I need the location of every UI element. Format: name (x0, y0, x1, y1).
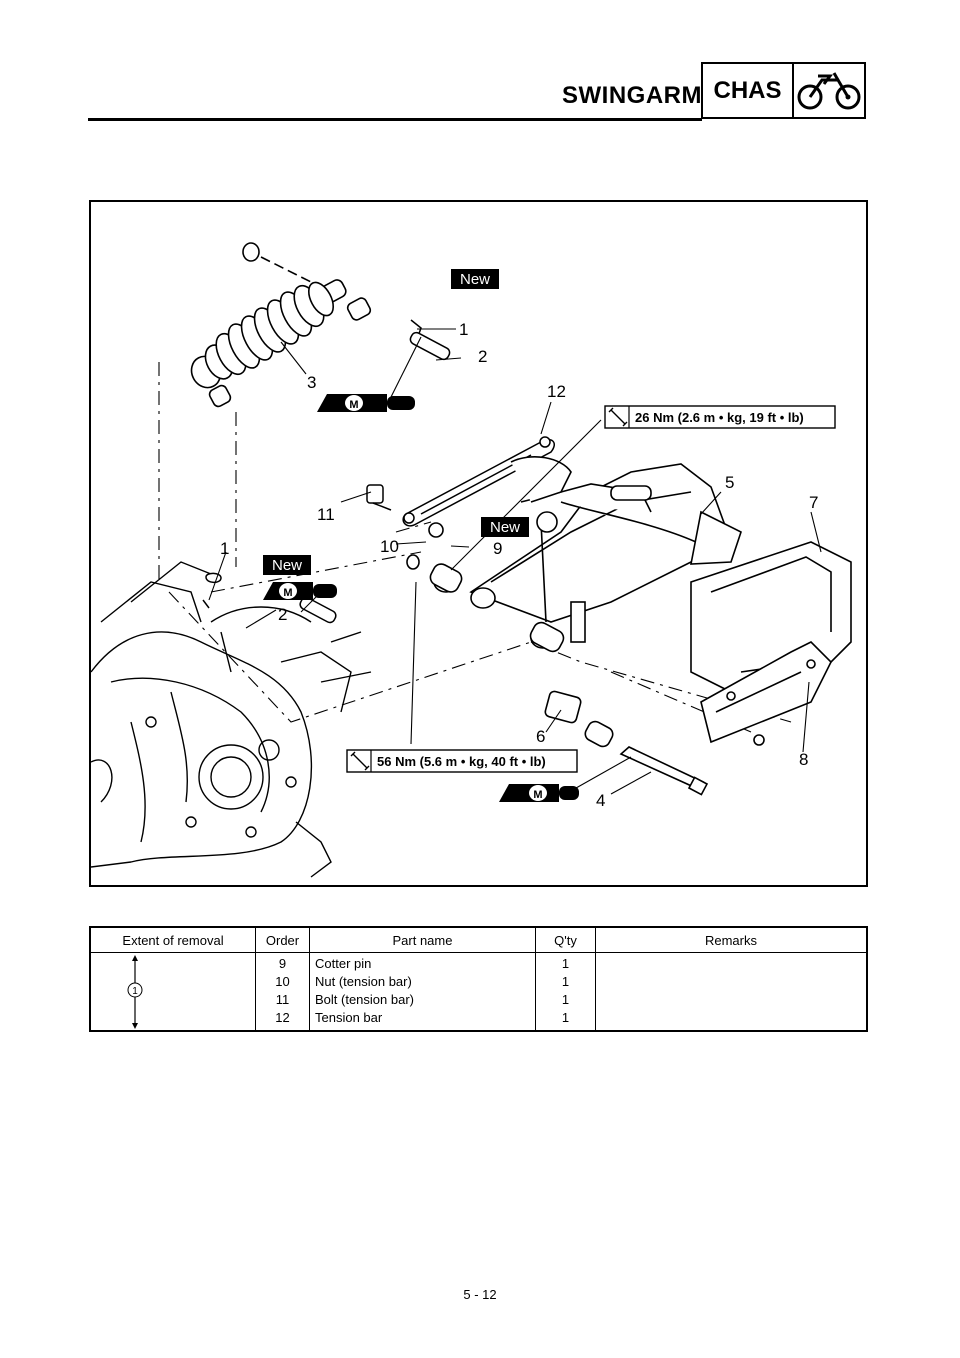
table-cell: Nut (tension bar) (315, 974, 412, 989)
callout-10: 10 (380, 537, 399, 556)
extent-arrow-icon: 1 (127, 955, 143, 1029)
table-cell: 1 (561, 974, 570, 989)
table-cell: 1 (561, 1010, 570, 1025)
new-badge: New (263, 555, 311, 575)
header-part-name: Part name (310, 928, 536, 952)
pivot-bolt-drawing (406, 522, 709, 796)
table-cell: 12 (275, 1010, 290, 1025)
table-cell: Cotter pin (315, 956, 372, 971)
exploded-diagram: New New New M M M (89, 200, 868, 887)
parts-table: Extent of removal Order Part name Q'ty R… (89, 926, 868, 1032)
table-cell: 1 (561, 992, 570, 1007)
svg-text:New: New (272, 557, 302, 574)
table-cell: 10 (275, 974, 290, 989)
order-column: 9 10 11 12 (256, 953, 310, 1030)
shock-absorber-drawing (190, 242, 372, 408)
callout-11: 11 (317, 505, 335, 524)
header-rule (88, 118, 702, 121)
torque-spec-box: 56 Nm (5.6 m • kg, 40 ft • lb) (346, 749, 578, 773)
callout-2b: 2 (278, 605, 287, 624)
table-cell: Tension bar (315, 1010, 383, 1025)
svg-text:New: New (490, 519, 520, 536)
header-remarks: Remarks (704, 932, 757, 948)
callout-1b: 1 (220, 539, 229, 558)
callout-6: 6 (536, 727, 545, 746)
svg-text:New: New (460, 271, 490, 288)
new-badge: New (451, 269, 499, 289)
svg-text:56 Nm (5.6 m • kg, 40 ft • lb): 56 Nm (5.6 m • kg, 40 ft • lb) (377, 754, 546, 769)
callout-2: 2 (478, 347, 487, 366)
part-name-column: Cotter pin Nut (tension bar) Bolt (tensi… (310, 953, 536, 1030)
chain-guard-drawing (690, 541, 852, 746)
torque-wrench-icon (350, 751, 370, 771)
section-tab: CHAS (701, 62, 866, 119)
extent-column: 1 (91, 953, 256, 1030)
moly-grease-icon: M (317, 394, 415, 412)
table-cell: 1 (561, 956, 570, 971)
table-cell: 9 (278, 956, 287, 971)
leader-lines (208, 328, 822, 795)
section-label: CHAS (703, 64, 794, 117)
callout-1: 1 (459, 320, 468, 339)
remarks-column (596, 953, 866, 1030)
header-extent: Extent of removal (91, 928, 256, 952)
table-body: 1 9 10 11 12 Cotter pin Nut (tension bar… (91, 953, 866, 1030)
header-qty: Q'ty (536, 928, 596, 952)
callout-labels: 1 2 3 12 5 7 11 10 9 1 2 6 8 4 (220, 320, 818, 810)
svg-text:M: M (533, 789, 542, 801)
swingarm-drawing (429, 456, 742, 653)
page-title: SWINGARM (562, 82, 702, 109)
callout-9: 9 (493, 539, 502, 558)
page-number: 5 - 12 (463, 1287, 497, 1302)
svg-text:26 Nm (2.6 m • kg, 19 ft • lb): 26 Nm (2.6 m • kg, 19 ft • lb) (635, 410, 804, 425)
extent-marker: 1 (132, 986, 138, 997)
qty-column: 1 1 1 1 (536, 953, 596, 1030)
callout-7: 7 (809, 493, 818, 512)
callout-3: 3 (307, 373, 316, 392)
moly-grease-icon: M (263, 582, 337, 600)
table-header: Extent of removal Order Part name Q'ty R… (91, 928, 866, 953)
svg-text:M: M (283, 587, 292, 599)
motorcycle-icon (794, 64, 864, 117)
callout-4: 4 (596, 791, 605, 810)
moly-grease-icon: M (499, 784, 579, 802)
engine-casing-drawing (91, 561, 372, 878)
callout-12: 12 (547, 382, 566, 401)
torque-wrench-icon (608, 407, 628, 427)
callout-5: 5 (725, 473, 734, 492)
svg-text:M: M (349, 399, 358, 411)
header-order: Order (256, 928, 310, 952)
table-cell: Bolt (tension bar) (315, 992, 414, 1007)
torque-spec-box: 26 Nm (2.6 m • kg, 19 ft • lb) (604, 405, 836, 429)
callout-8: 8 (799, 750, 808, 769)
table-cell: 11 (275, 992, 290, 1007)
new-badge: New (481, 517, 529, 537)
